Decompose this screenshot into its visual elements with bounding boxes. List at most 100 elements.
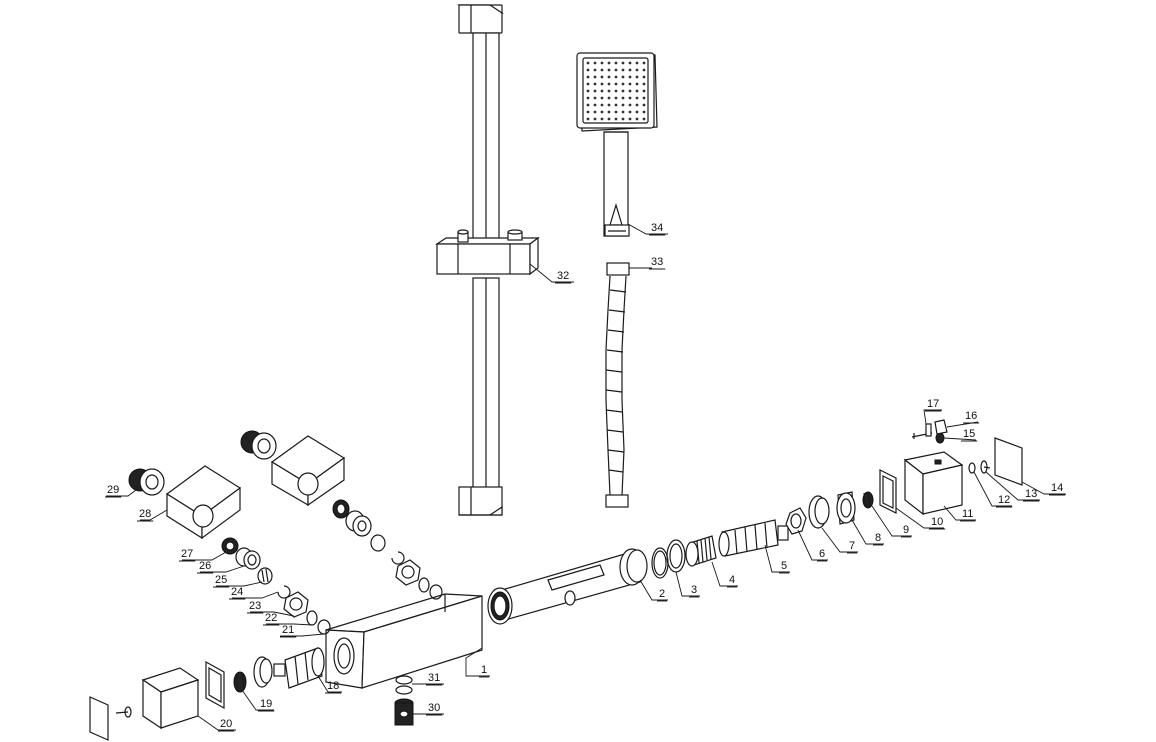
nozzle-dot: [593, 96, 597, 100]
nozzle-dot: [607, 110, 611, 114]
nozzle-dot: [621, 89, 625, 93]
callout-32: 32: [557, 270, 569, 282]
nozzle-dot: [607, 68, 611, 72]
part-13-screw: [980, 460, 991, 474]
part-29b-inlet-connector: [240, 430, 277, 460]
nozzle-dot: [621, 96, 625, 100]
nozzle-dot: [642, 75, 646, 79]
part-18-flow-cartridge: [273, 647, 325, 689]
part-33-shower-hose: [605, 262, 630, 508]
callout-12: 12: [998, 494, 1010, 506]
nozzle-dot: [621, 82, 625, 86]
nozzle-dot: [607, 96, 611, 100]
nozzle-dot: [628, 89, 632, 93]
callout-leaders: [106, 223, 1066, 731]
nozzle-dot: [642, 82, 646, 86]
part-31-washers: [395, 675, 413, 695]
part-9-spline: [862, 491, 874, 509]
part-29-inlet-connector: [128, 468, 165, 496]
callout-34: 34: [651, 222, 663, 234]
callout-21: 21: [282, 624, 294, 636]
nozzle-dot: [593, 82, 597, 86]
nozzle-dot: [635, 89, 639, 93]
part-30-outlet-connector: [394, 698, 414, 726]
nozzle-dot: [635, 96, 639, 100]
nozzle-dot: [586, 89, 590, 93]
callout-6: 6: [819, 548, 825, 560]
nozzle-dot: [607, 82, 611, 86]
nozzle-dot: [628, 96, 632, 100]
callout-26: 26: [199, 560, 211, 572]
nozzle-dot: [635, 82, 639, 86]
part-14-cap-plate: [994, 437, 1023, 486]
nozzle-dot: [614, 89, 618, 93]
part-20-gasket: [205, 660, 225, 710]
nozzle-dot: [628, 82, 632, 86]
part-26b-union: [345, 510, 372, 537]
nozzle-dot: [614, 75, 618, 79]
nozzle-dot: [586, 82, 590, 86]
part-1-valve-body: [325, 593, 483, 689]
nozzle-dot: [586, 61, 590, 65]
part-20-screw: [115, 706, 132, 718]
part-12-washer: [968, 462, 976, 474]
nozzle-dot: [593, 61, 597, 65]
nozzle-dot: [600, 61, 604, 65]
part-24-clip: [277, 585, 291, 599]
callout-30: 30: [428, 702, 440, 714]
part-8-adapter: [836, 491, 856, 525]
callout-10: 10: [931, 516, 943, 528]
callout-27: 27: [181, 548, 193, 560]
nozzle-dot: [628, 103, 632, 107]
nozzle-dot: [642, 110, 646, 114]
nozzle-dot: [600, 103, 604, 107]
nozzle-dot: [593, 110, 597, 114]
callout-25: 25: [215, 574, 227, 586]
spray-nozzles: [586, 61, 646, 121]
nozzle-dot: [586, 75, 590, 79]
nozzle-dot: [642, 68, 646, 72]
nozzle-dot: [642, 117, 646, 121]
callout-28: 28: [139, 508, 151, 520]
nozzle-dot: [621, 61, 625, 65]
nozzle-dot: [593, 117, 597, 121]
callout-33: 33: [651, 256, 663, 268]
part-27-o-ring: [221, 537, 239, 555]
callout-8: 8: [875, 532, 881, 544]
nozzle-dot: [593, 103, 597, 107]
part-28b-wall-plate: [270, 435, 346, 507]
part-28-wall-plate: [165, 465, 242, 540]
callout-16: 16: [965, 410, 977, 422]
callout-31: 31: [428, 672, 440, 684]
nozzle-dot: [600, 89, 604, 93]
nozzle-dot: [600, 110, 604, 114]
nozzle-dot: [586, 68, 590, 72]
part-25b-check-valve: [370, 534, 386, 552]
nozzle-dot: [586, 96, 590, 100]
part-7-ring: [808, 495, 830, 529]
nozzle-dot: [635, 103, 639, 107]
callout-29: 29: [107, 484, 119, 496]
nozzle-dot: [642, 96, 646, 100]
part-20-cover-box: [141, 667, 200, 730]
part-27b-o-ring: [332, 499, 350, 519]
nozzle-dot: [642, 61, 646, 65]
callout-11: 11: [962, 508, 973, 520]
callout-13: 13: [1025, 488, 1037, 500]
part-6-nut: [785, 507, 807, 535]
nozzle-dot: [635, 61, 639, 65]
nozzle-dot: [628, 110, 632, 114]
part-19-spline: [233, 671, 247, 693]
part-20-cap-plate: [89, 696, 109, 741]
nozzle-dot: [593, 75, 597, 79]
part-26-union: [235, 547, 261, 570]
callout-17: 17: [927, 398, 939, 410]
nozzle-dot: [621, 68, 625, 72]
callout-2: 2: [659, 588, 665, 600]
part-32-riser-rail: [435, 4, 540, 516]
part-16-knob: [934, 419, 948, 435]
part-23-nut: [283, 591, 309, 618]
nozzle-dot: [628, 61, 632, 65]
nozzle-dot: [607, 103, 611, 107]
part-10-gasket: [879, 469, 897, 514]
